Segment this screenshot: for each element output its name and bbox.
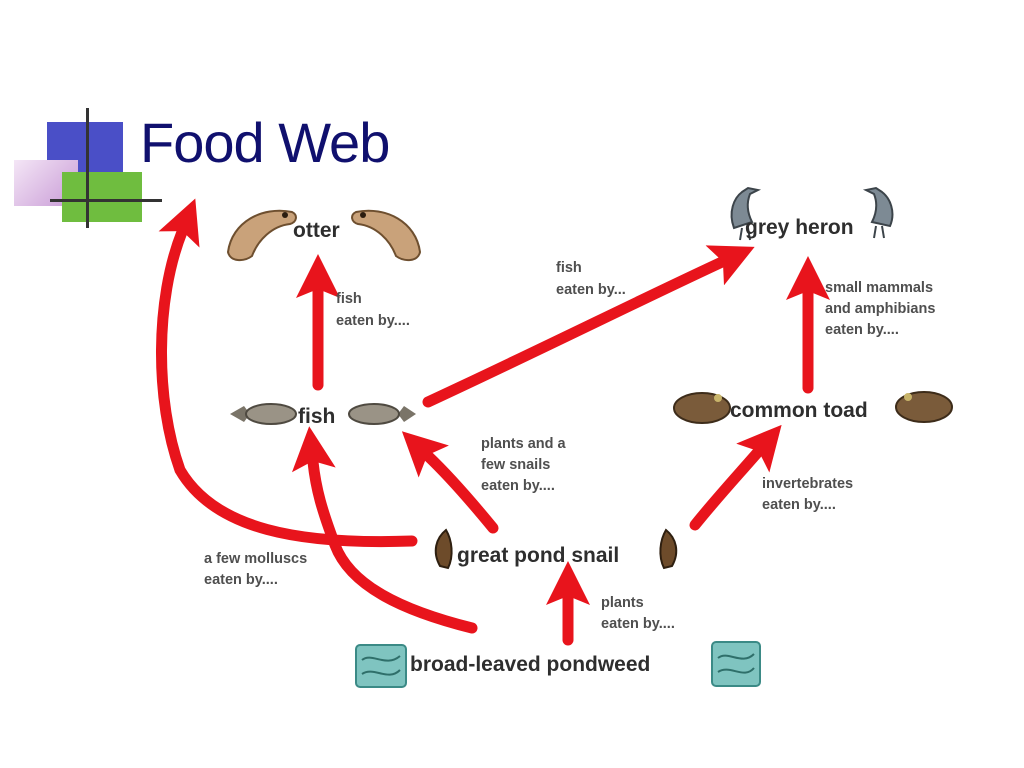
label-pondweed-to-otter: a few molluscs eaten by.... [204,551,311,588]
arrow-pondweed-to-fish [291,426,478,634]
node-great-pond-snail: great pond snail [434,528,678,570]
grey-heron-label: grey heron [745,216,854,239]
arrow-snail-to-toad [689,424,782,531]
label-fish-to-otter-line-2: eaten by.... [336,313,410,329]
label-toad-to-heron-line-2: and amphibians [825,301,935,317]
common-toad-label: common toad [730,399,868,422]
label-fish-to-heron-line-1: fish [556,260,582,276]
label-pondweed-to-snail: plants eaten by.... [601,595,675,632]
label-pondweed-to-otter-line-1: a few molluscs [204,551,307,567]
label-toad-to-heron-line-3: eaten by.... [825,322,899,338]
otter-label: otter [293,219,340,242]
heron-icon [730,186,894,241]
label-fish-to-otter: fish eaten by.... [336,291,410,329]
label-fish-to-heron-line-2: eaten by... [556,282,626,298]
arrow-snail-to-fish [401,431,499,534]
label-snail-to-toad: invertebrates eaten by.... [762,476,857,513]
label-snail-to-fish: plants and a few snails eaten by.... [481,436,570,494]
label-snail-to-fish-line-2: few snails [481,457,550,473]
label-pondweed-to-snail-line-2: eaten by.... [601,616,675,632]
great-pond-snail-label: great pond snail [457,544,619,567]
decor-line-vertical [86,108,89,228]
node-otter: otter [226,209,422,262]
label-snail-to-fish-line-1: plants and a [481,436,567,452]
arrow-fish-to-heron [422,245,755,408]
label-pondweed-to-otter-line-2: eaten by.... [204,572,278,588]
fish-label: fish [298,405,335,428]
pondweed-icon [355,641,761,688]
label-pondweed-to-snail-line-1: plants [601,595,644,611]
snail-icon [434,528,678,570]
decor-line-horizontal [50,199,162,202]
node-fish: fish [230,403,416,428]
node-common-toad: common toad [673,391,953,424]
toad-icon [673,391,953,424]
label-fish-to-otter-line-1: fish [336,291,362,307]
decor-square-green [62,172,142,222]
label-snail-to-toad-line-2: eaten by.... [762,497,836,513]
pondweed-label: broad-leaved pondweed [410,653,650,676]
fish-icon [230,403,416,425]
node-grey-heron: grey heron [730,186,894,241]
node-broad-leaved-pondweed: broad-leaved pondweed [355,641,761,688]
label-snail-to-toad-line-1: invertebrates [762,476,853,492]
slide-title: Food Web [140,111,390,174]
label-snail-to-fish-line-3: eaten by.... [481,478,555,494]
otter-icon [226,209,422,262]
label-toad-to-heron: small mammals and amphibians eaten by...… [825,280,939,338]
arrows [156,198,830,646]
label-fish-to-heron: fish eaten by... [556,260,626,298]
arrow-snail-to-otter [156,198,418,548]
label-toad-to-heron-line-1: small mammals [825,280,933,296]
